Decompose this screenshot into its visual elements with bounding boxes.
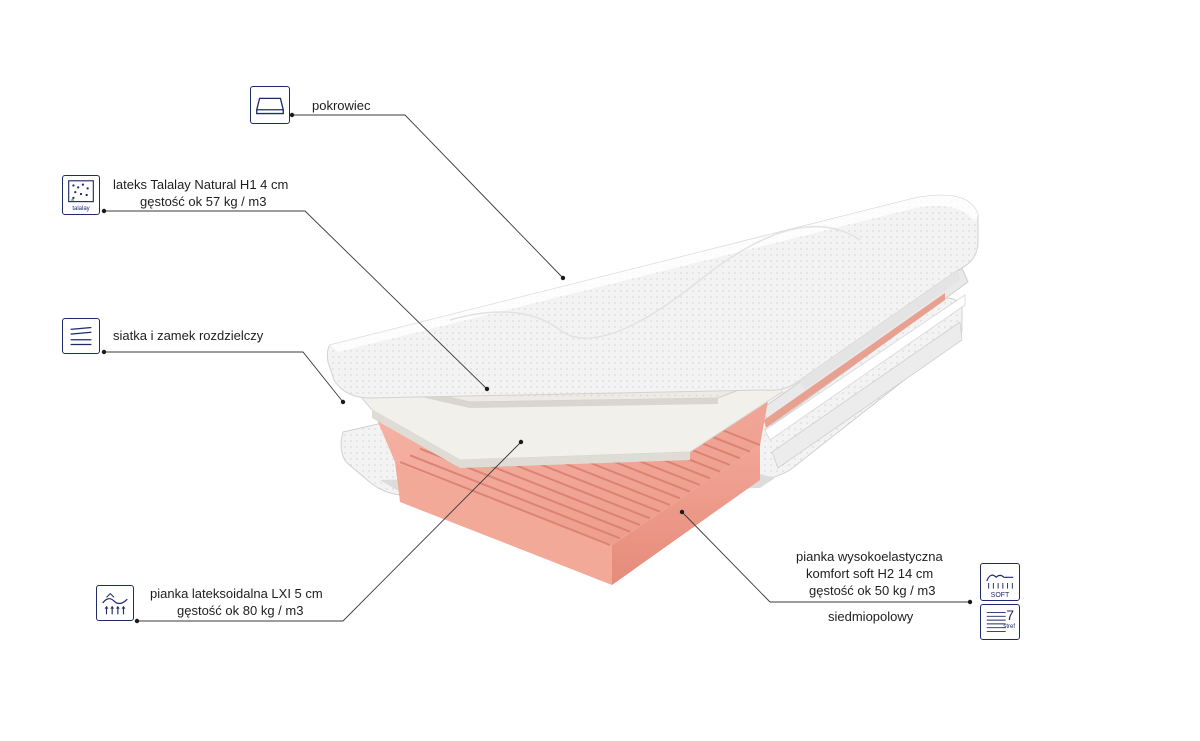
talalay-caption: talalay <box>72 206 90 212</box>
zones-caption: stref <box>1003 624 1015 630</box>
soft-caption: SOFT <box>990 592 1010 599</box>
soft-comfort-icon: SOFT <box>980 563 1020 601</box>
label-he-density: gęstość ok 50 kg / m3 <box>809 583 936 598</box>
label-mesh-zip: siatka i zamek rozdzielczy <box>113 328 264 343</box>
leader-lines <box>104 114 970 622</box>
zones-number: 7 <box>1006 607 1014 623</box>
label-lxi-density: gęstość ok 80 kg / m3 <box>177 603 304 618</box>
seven-zone-icon: 7 stref <box>980 604 1020 640</box>
leader-lxi <box>137 441 522 622</box>
leader-latex <box>104 210 488 390</box>
label-latex-title: lateks Talalay Natural H1 4 cm <box>113 177 289 192</box>
top-cover <box>326 194 979 399</box>
label-zones: siedmiopolowy <box>828 609 914 624</box>
lxi-foam-icon <box>96 585 134 621</box>
foam-slit <box>399 461 611 546</box>
foam-slit <box>409 454 621 540</box>
talalay-latex-icon: talalay <box>62 175 100 215</box>
label-he-title: pianka wysokoelastyczna <box>796 549 943 564</box>
leader-he <box>681 511 970 603</box>
label-lxi-title: pianka lateksoidalna LXI 5 cm <box>150 586 323 601</box>
label-cover: pokrowiec <box>312 98 371 113</box>
leader-dots <box>101 112 973 624</box>
label-latex-density: gęstość ok 57 kg / m3 <box>140 194 267 209</box>
label-he-comfort: komfort soft H2 14 cm <box>806 566 934 581</box>
layers-mesh-icon <box>62 318 100 354</box>
leader-mesh <box>104 351 344 403</box>
mattress-cover-icon <box>250 86 290 124</box>
leader-cover <box>292 114 564 279</box>
